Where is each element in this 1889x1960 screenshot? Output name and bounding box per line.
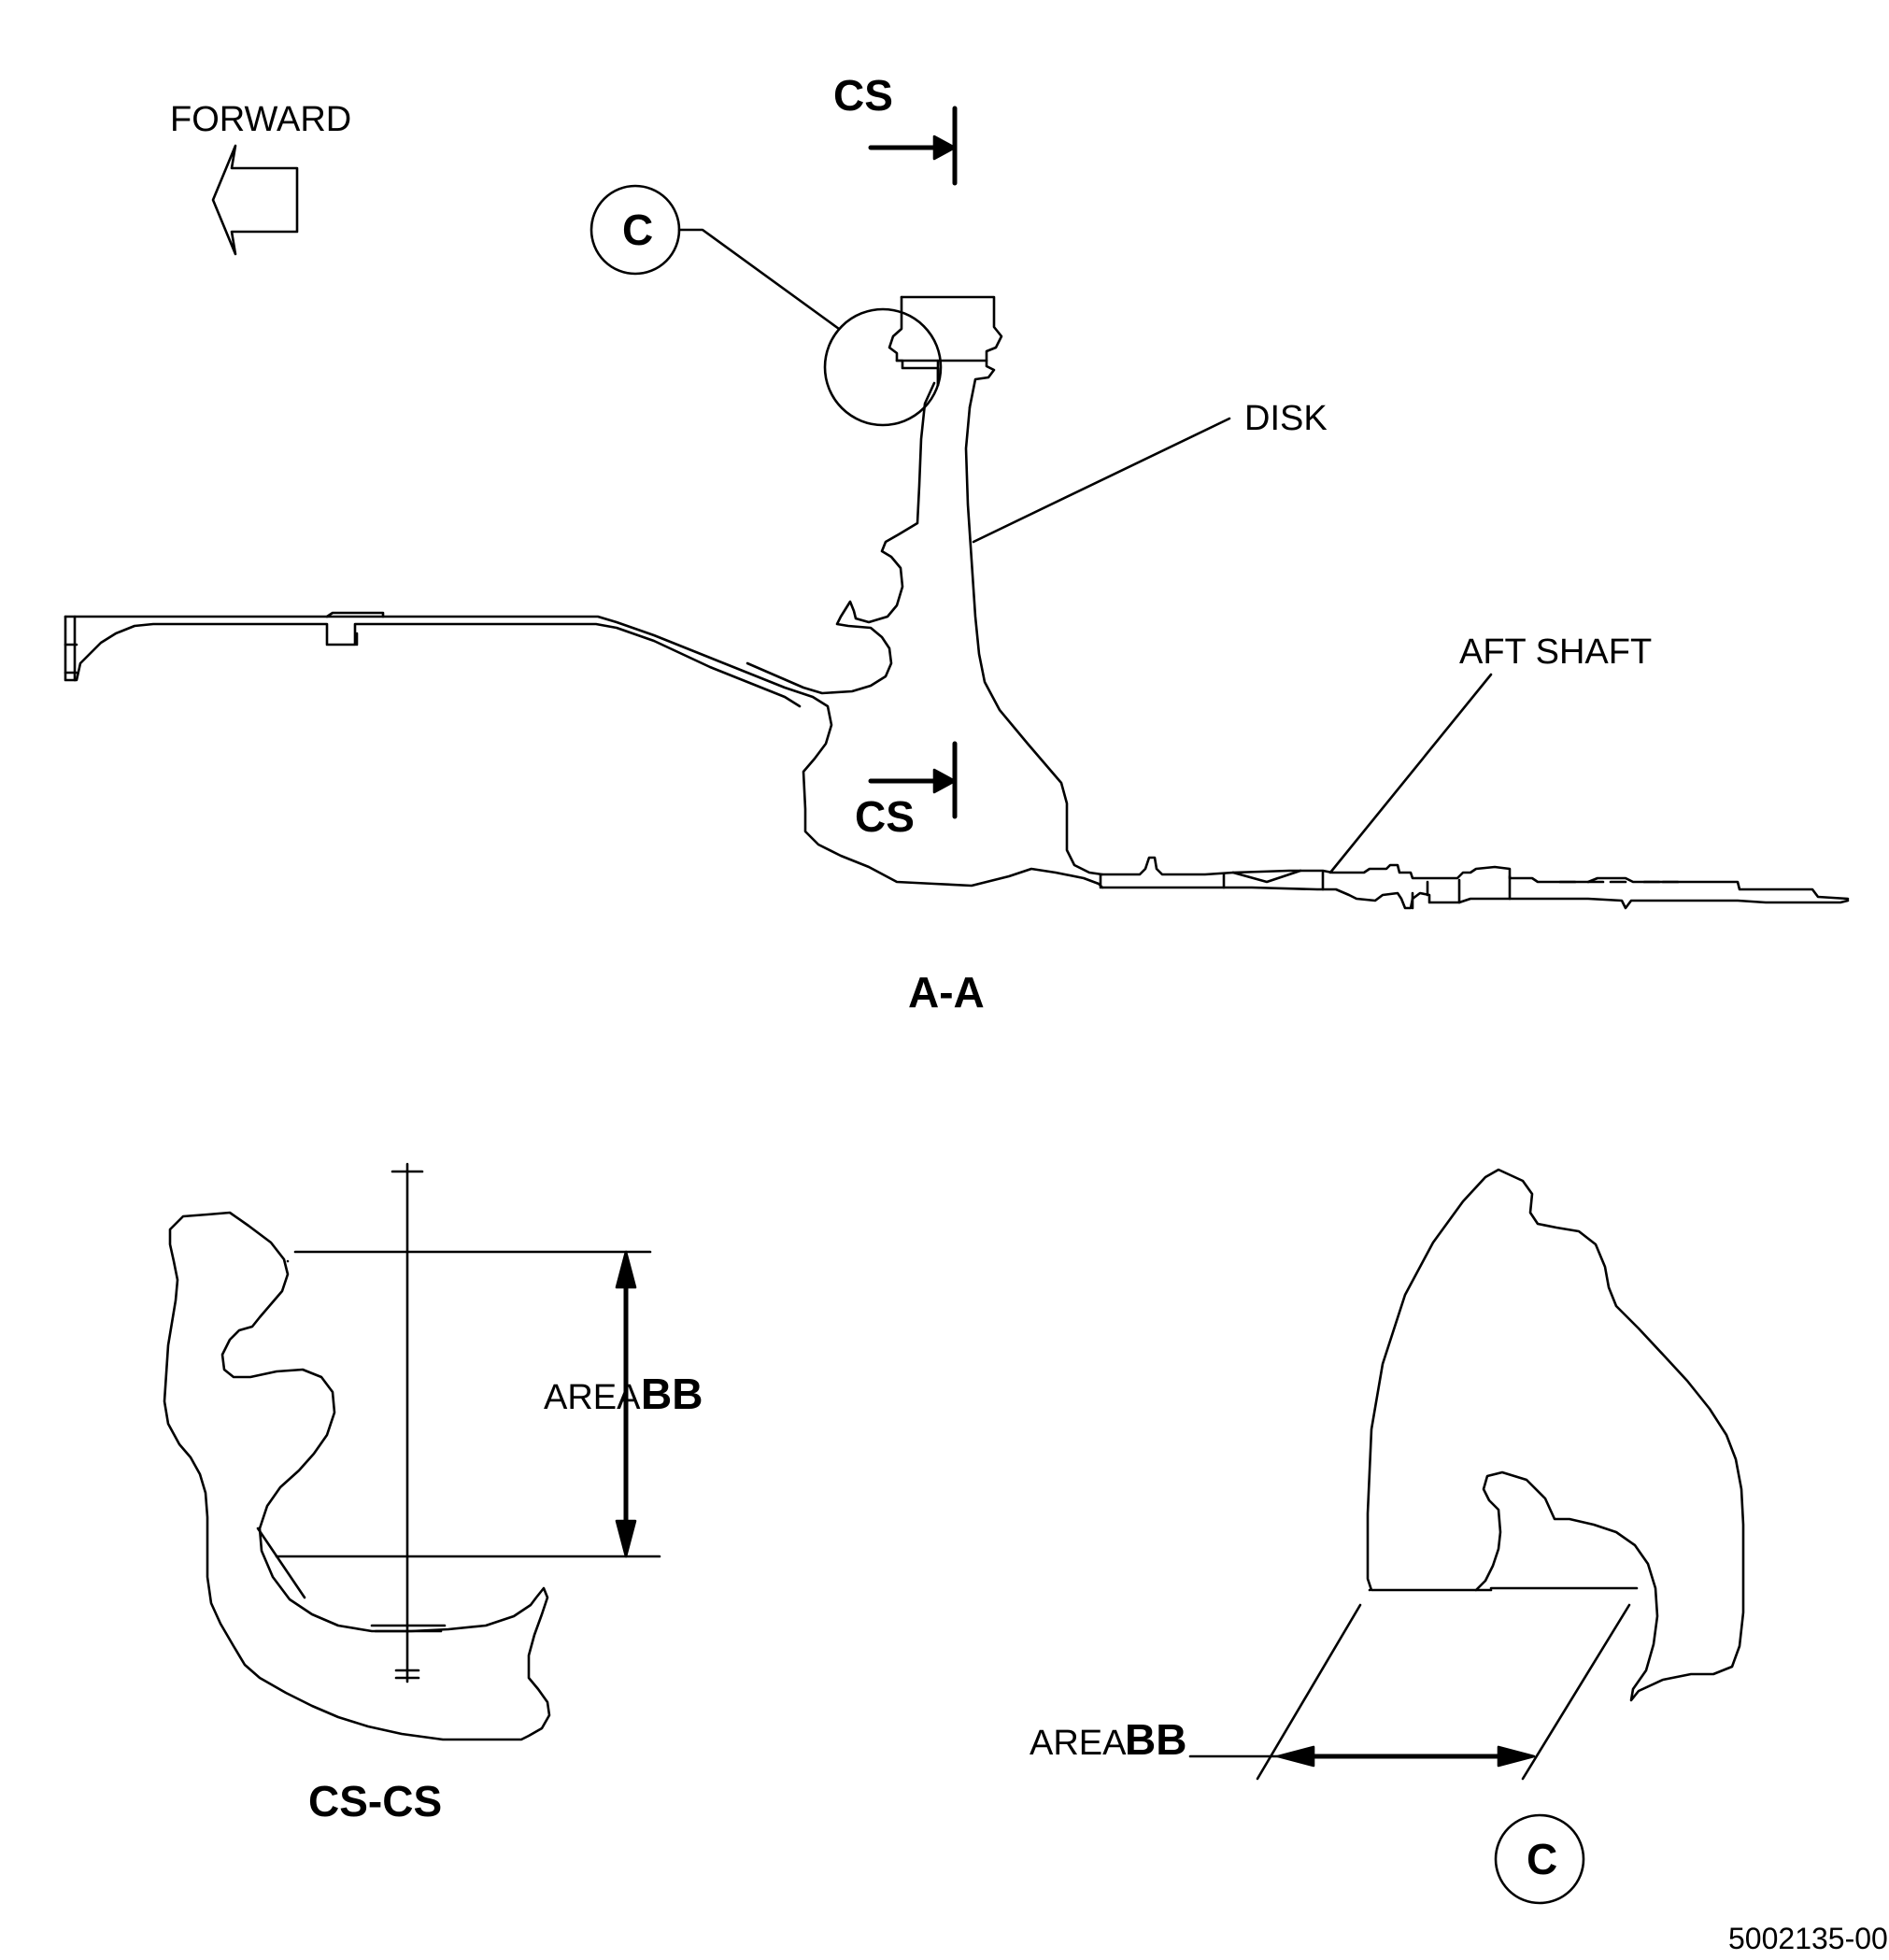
detail-ref-top-label: C (622, 206, 653, 254)
figure-id: 5002135-00 (1728, 1922, 1888, 1955)
detail-c-callout: C (589, 184, 943, 427)
area-label-right-big: BB (1125, 1715, 1186, 1764)
section-a-a: DISK AFT SHAFT A-A (64, 295, 1850, 1016)
detail-ref-bubble-bottom (1494, 1813, 1585, 1905)
section-marker-top: CS (833, 71, 958, 186)
area-label-right-small: AREA (1030, 1724, 1127, 1763)
detail-c-circle (823, 307, 943, 427)
aft-shaft-label: AFT SHAFT (1459, 632, 1652, 672)
disk-leader (972, 417, 1231, 544)
section-cs-cs: AREA BB CS-CS (163, 1162, 703, 1825)
detail-c-view: AREA BB C (1030, 1168, 1745, 1905)
section-title-a-a: A-A (908, 968, 985, 1016)
section-marker-bottom: CS (855, 741, 958, 841)
forward-indicator: FORWARD (170, 100, 351, 256)
forward-label: FORWARD (170, 100, 351, 139)
aft-shaft-leader (1328, 673, 1493, 874)
detail-ref-bottom-label: C (1527, 1835, 1557, 1883)
cs-top-label: CS (833, 71, 893, 120)
cs-bottom-label: CS (855, 792, 915, 841)
area-label-left-big: BB (641, 1370, 703, 1418)
area-label-left-small: AREA (544, 1378, 641, 1417)
section-title-cs-cs: CS-CS (308, 1777, 442, 1825)
forward-arrow-outline (211, 144, 299, 256)
disk-label: DISK (1244, 399, 1328, 438)
